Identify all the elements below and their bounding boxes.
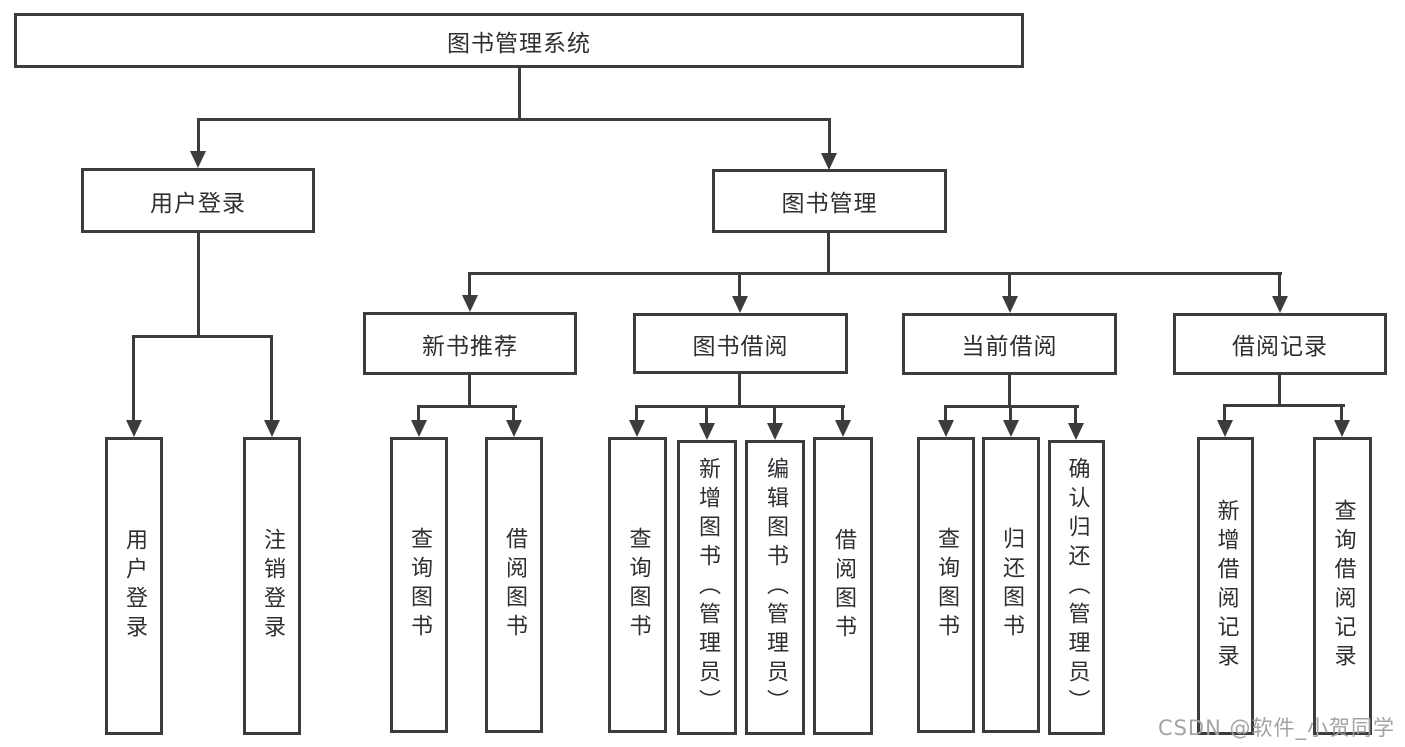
node-label: 确认归还（管理员）	[1064, 457, 1090, 718]
leaf-record-add-borrow-record: 新增借阅记录	[1197, 437, 1254, 735]
arrow-down-icon	[190, 151, 206, 168]
arrow-down-icon	[1217, 420, 1233, 437]
connector-leaf	[841, 405, 844, 423]
node-label: 图书管理系统	[447, 30, 591, 57]
arrow-down-icon	[835, 420, 851, 437]
leaf-newbook-borrow-books: 借阅图书	[485, 437, 543, 733]
node-label: 用户登录	[122, 528, 147, 644]
node-user-login: 用户登录	[81, 168, 315, 233]
node-label: 借阅图书	[831, 528, 856, 644]
connector-leaf	[1074, 405, 1077, 426]
connector-new-book-trunk	[468, 375, 471, 407]
leaf-user-login: 用户登录	[105, 437, 163, 735]
connector-leaf	[944, 405, 947, 423]
node-root: 图书管理系统	[14, 13, 1024, 68]
node-label: 当前借阅	[961, 334, 1058, 360]
node-label: 查询图书	[934, 527, 959, 643]
arrow-down-icon	[699, 423, 715, 440]
connector-leaf	[417, 405, 420, 423]
node-label: 新增图书（管理员）	[695, 457, 720, 718]
node-borrow-record: 借阅记录	[1173, 313, 1387, 375]
connector-to-leaf-logout	[270, 335, 273, 421]
connector-borrow-record-rail	[1223, 404, 1345, 407]
arrow-down-icon	[1003, 420, 1019, 437]
node-new-book-recommend: 新书推荐	[363, 312, 577, 375]
leaf-current-query-books: 查询图书	[917, 437, 975, 733]
arrow-down-icon	[938, 420, 954, 437]
node-label: 图书借阅	[692, 333, 789, 360]
node-current-borrow: 当前借阅	[902, 313, 1117, 375]
connector-to-book-borrow	[738, 272, 741, 298]
watermark-text: CSDN @软件_小贺同学	[1157, 716, 1395, 740]
arrow-down-icon	[821, 153, 837, 170]
node-label: 归还图书	[999, 527, 1024, 643]
node-label: 借阅图书	[502, 527, 527, 643]
node-label: 编辑图书（管理员）	[763, 457, 788, 718]
arrow-down-icon	[1002, 296, 1018, 313]
connector-borrow-record-trunk	[1278, 375, 1281, 406]
arrow-down-icon	[732, 296, 748, 313]
node-book-borrow: 图书借阅	[633, 313, 848, 374]
connector-leaf	[705, 405, 708, 426]
node-label: 新书推荐	[422, 333, 518, 360]
connector-to-leaf-user-login	[132, 335, 135, 421]
node-label: 查询图书	[407, 527, 432, 643]
connector-book-borrow-trunk	[738, 374, 741, 407]
arrow-down-icon	[462, 295, 478, 312]
leaf-record-query-borrow-record: 查询借阅记录	[1313, 437, 1372, 735]
leaf-borrow-borrow-books: 借阅图书	[813, 437, 873, 735]
connector-root-to-book-management	[828, 118, 831, 155]
connector-leaf	[635, 405, 638, 423]
connector-user-login-trunk	[197, 233, 200, 337]
connector-book-borrow-rail	[635, 405, 845, 408]
connector-current-borrow-trunk	[1008, 375, 1011, 407]
arrow-down-icon	[126, 420, 142, 437]
leaf-current-confirm-return-admin: 确认归还（管理员）	[1048, 440, 1105, 735]
connector-to-current-borrow	[1008, 272, 1011, 298]
connector-leaf	[1223, 404, 1226, 424]
leaf-borrow-query-books: 查询图书	[608, 437, 667, 733]
arrow-down-icon	[411, 420, 427, 437]
arrow-down-icon	[264, 420, 280, 437]
leaf-current-return-books: 归还图书	[982, 437, 1040, 733]
node-label: 用户登录	[150, 190, 246, 217]
node-label: 新增借阅记录	[1213, 499, 1239, 673]
connector-leaf	[1009, 405, 1012, 423]
node-label: 查询借阅记录	[1330, 499, 1356, 673]
leaf-borrow-edit-books-admin: 编辑图书（管理员）	[745, 440, 805, 735]
connector-user-login-rail	[132, 335, 273, 338]
connector-root-rail	[197, 118, 831, 121]
arrow-down-icon	[767, 423, 783, 440]
node-label: 图书管理	[781, 191, 878, 217]
node-label: 借阅记录	[1232, 334, 1328, 360]
connector-leaf	[773, 405, 776, 426]
arrow-down-icon	[1068, 423, 1084, 440]
connector-leaf	[512, 405, 515, 423]
connector-leaf	[1340, 404, 1343, 424]
arrow-down-icon	[506, 420, 522, 437]
node-book-management: 图书管理	[712, 169, 947, 233]
connector-new-book-rail	[417, 405, 517, 408]
node-label: 查询图书	[625, 527, 651, 643]
connector-to-borrow-record	[1278, 272, 1281, 298]
arrow-down-icon	[629, 420, 645, 437]
connector-root-trunk	[518, 68, 521, 120]
connector-root-to-user-login	[197, 118, 200, 154]
leaf-newbook-query-books: 查询图书	[390, 437, 448, 733]
leaf-borrow-add-books-admin: 新增图书（管理员）	[677, 440, 737, 735]
node-label: 注销登录	[260, 528, 285, 644]
arrow-down-icon	[1272, 296, 1288, 313]
connector-book-management-rail	[468, 272, 1282, 275]
leaf-logout: 注销登录	[243, 437, 301, 735]
connector-book-management-trunk	[827, 233, 830, 274]
arrow-down-icon	[1334, 420, 1350, 437]
connector-to-new-book-recommend	[468, 272, 471, 298]
